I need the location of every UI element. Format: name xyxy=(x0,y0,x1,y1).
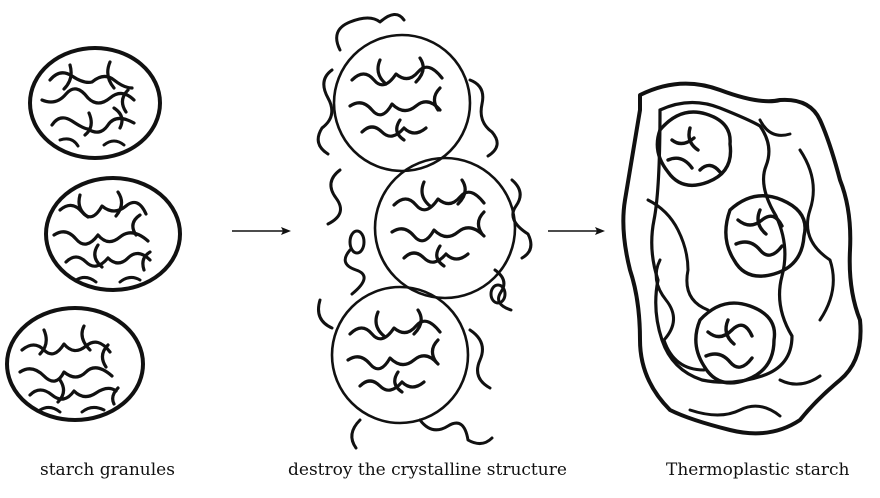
granule-3 xyxy=(7,308,143,420)
swollen-granules-group xyxy=(318,14,531,448)
stage-label-starch-granules: starch granules xyxy=(40,460,175,480)
granule-2 xyxy=(46,178,180,290)
swollen-granule-2 xyxy=(375,158,515,298)
granules-group xyxy=(7,48,180,420)
swollen-granule-1 xyxy=(334,35,470,171)
thermoplastic-mass xyxy=(623,84,860,434)
blob-3 xyxy=(696,303,775,383)
stage-label-destroy-crystalline: destroy the crystalline structure xyxy=(288,460,567,480)
arrow-right-icon xyxy=(232,227,291,235)
swollen-granule-3 xyxy=(332,287,468,423)
granule-1 xyxy=(30,48,160,158)
blob-2 xyxy=(726,196,805,276)
arrow-right-icon xyxy=(548,227,605,235)
stage-label-thermoplastic-starch: Thermoplastic starch xyxy=(666,460,850,480)
blob-1 xyxy=(657,112,730,185)
